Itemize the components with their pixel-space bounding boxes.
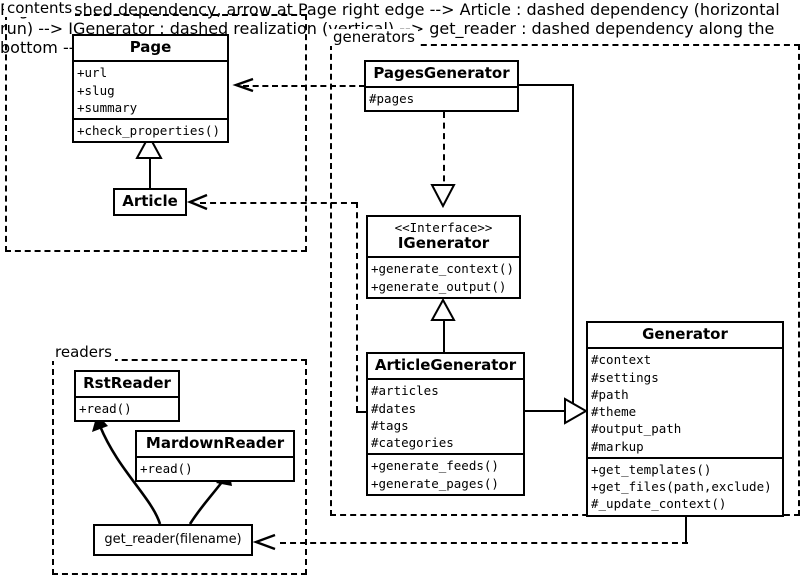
method-row: +check_properties() xyxy=(77,123,220,138)
class-pagesgenerator-title: PagesGenerator xyxy=(373,64,510,82)
class-rstreader-title: RstReader xyxy=(83,374,171,392)
attribute-row: +summary xyxy=(77,99,138,115)
attribute-row: #path xyxy=(591,386,629,402)
class-mardownreader-separator-1 xyxy=(137,456,293,459)
method-row: +generate_context() xyxy=(371,261,514,277)
class-generator-methods: +get_templates() +get_files(path,exclude… xyxy=(588,459,782,515)
class-igenerator-separator-1 xyxy=(368,256,519,259)
class-page-methods: +check_properties() xyxy=(74,120,227,141)
dependency-generator-getreader-riser xyxy=(685,526,687,544)
class-mardownreader-methods: +read() xyxy=(137,458,293,479)
method-row: +read() xyxy=(140,461,193,477)
class-rstreader-methods: +read() xyxy=(76,398,178,419)
class-pagesgenerator-separator-1 xyxy=(366,86,517,89)
dependency-articlegenerator-article-stub xyxy=(356,411,368,413)
class-igenerator-title: <<Interface>> IGenerator xyxy=(368,217,519,256)
class-igenerator-methods: +generate_context() +generate_output() xyxy=(368,258,519,297)
method-row: +read() xyxy=(79,401,132,417)
package-contents-label: contents xyxy=(4,0,76,17)
class-articlegenerator-separator-1 xyxy=(368,378,523,381)
class-page-separator-1 xyxy=(74,60,227,63)
generalization-pagesgenerator-generator-vertical xyxy=(572,84,574,412)
attribute-row: #settings xyxy=(591,369,659,385)
class-pagesgenerator[interactable]: PagesGenerator #pages xyxy=(364,60,519,112)
dependency-articlegenerator-article-horizontal xyxy=(200,202,357,204)
attribute-row: #output_path xyxy=(591,421,682,437)
class-page[interactable]: Page +url +slug +summary +check_properti… xyxy=(72,34,229,144)
class-generator[interactable]: Generator #context #settings #path #them… xyxy=(586,321,784,517)
method-row: +generate_pages() xyxy=(371,475,499,491)
class-igenerator-name: IGenerator xyxy=(397,234,490,252)
package-readers-label: readers xyxy=(52,344,115,361)
class-article[interactable]: Article xyxy=(113,188,187,217)
realization-pagesgenerator-igenerator xyxy=(443,112,445,192)
package-generators xyxy=(330,44,800,516)
method-row: +get_templates() xyxy=(591,461,712,477)
package-readers xyxy=(52,359,307,575)
method-row: +generate_output() xyxy=(371,278,507,294)
dependency-articlegenerator-article-vertical xyxy=(356,202,358,412)
class-get-reader[interactable]: get_reader(filename) xyxy=(93,524,253,556)
method-row: +get_files(path,exclude) xyxy=(591,479,772,494)
class-articlegenerator-attributes: #articles #dates #tags #categories xyxy=(368,380,523,453)
class-get-reader-label: get_reader(filename) xyxy=(104,532,242,547)
attribute-row: #markup xyxy=(591,438,644,454)
attribute-row: #context xyxy=(591,352,652,368)
generalization-articlegenerator-igenerator xyxy=(443,305,445,358)
class-rstreader[interactable]: RstReader +read() xyxy=(74,370,180,422)
class-articlegenerator[interactable]: ArticleGenerator #articles #dates #tags … xyxy=(366,352,525,496)
class-articlegenerator-title: ArticleGenerator xyxy=(374,356,517,374)
class-igenerator[interactable]: <<Interface>> IGenerator +generate_conte… xyxy=(366,215,521,299)
generalization-articlegenerator-generator-stub xyxy=(525,410,574,412)
package-contents xyxy=(5,14,307,252)
class-mardownreader[interactable]: MardownReader +read() xyxy=(135,430,295,482)
class-igenerator-stereotype: <<Interface>> xyxy=(394,220,493,235)
class-generator-attributes: #context #settings #path #theme #output_… xyxy=(588,349,782,457)
generalization-article-page xyxy=(149,136,151,190)
class-generator-separator-2 xyxy=(588,456,782,459)
attribute-row: #pages xyxy=(369,91,415,107)
dependency-generator-getreader-horizontal xyxy=(280,542,688,544)
class-articlegenerator-methods: +generate_feeds() +generate_pages() xyxy=(368,455,523,494)
attribute-row: #theme xyxy=(591,404,637,419)
class-rstreader-separator-1 xyxy=(76,396,178,399)
class-pagesgenerator-attributes: #pages xyxy=(366,88,517,109)
attribute-row: +url xyxy=(77,65,108,81)
class-page-separator-2 xyxy=(74,118,227,120)
attribute-row: #articles xyxy=(371,383,439,399)
class-mardownreader-title: MardownReader xyxy=(145,434,285,452)
attribute-row: #tags xyxy=(371,417,409,433)
method-row: #_update_context() xyxy=(591,496,727,512)
class-page-title: Page xyxy=(129,38,172,56)
dependency-pagesgenerator-page xyxy=(243,85,365,87)
class-articlegenerator-separator-2 xyxy=(368,453,523,456)
class-article-title: Article xyxy=(122,192,178,210)
method-row: +generate_feeds() xyxy=(371,458,499,474)
package-generators-label: generators xyxy=(330,29,418,46)
class-page-attributes: +url +slug +summary xyxy=(74,62,227,118)
class-generator-separator-1 xyxy=(588,347,782,350)
generalization-pagesgenerator-generator-top xyxy=(518,84,574,86)
attribute-row: #categories xyxy=(371,435,454,450)
attribute-row: +slug xyxy=(77,82,115,98)
attribute-row: #dates xyxy=(371,400,417,416)
class-generator-title: Generator xyxy=(642,325,728,343)
